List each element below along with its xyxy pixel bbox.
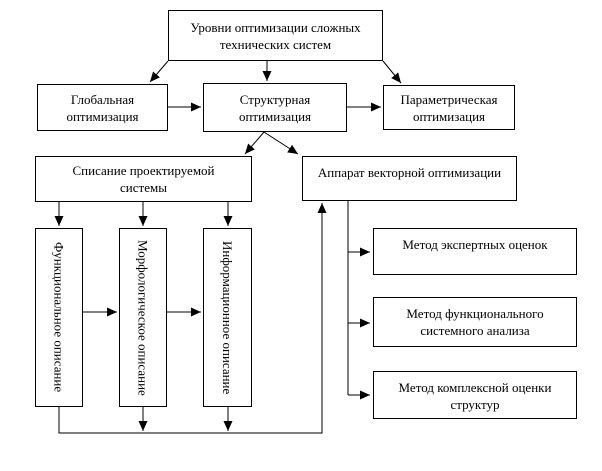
node-morphological: Морфологическое описание [119, 228, 167, 407]
node-complex-assess: Метод комплексной оценки структур [373, 371, 577, 419]
node-global-label: Глобальная оптимизация [66, 91, 139, 124]
node-structural: Структурная оптимизация [203, 83, 347, 132]
node-system-desc: Списание проектируемой системы [35, 156, 252, 202]
node-morphological-label: Морфологическое описание [135, 239, 151, 396]
node-vector-app: Аппарат векторной оптимизации [302, 156, 517, 201]
node-root-label: Уровни оптимизации сложных технических с… [190, 19, 361, 52]
node-expert: Метод экспертных оценок [373, 228, 577, 275]
node-func-analysis-label: Метод функционального системного анализа [406, 306, 544, 338]
node-functional: Функциональное описание [35, 228, 83, 407]
node-structural-label: Структурная оптимизация [238, 91, 312, 124]
node-informational-label: Информационное описание [220, 240, 235, 395]
node-global: Глобальная оптимизация [37, 84, 168, 131]
node-complex-assess-label: Метод комплексной оценки структур [398, 380, 552, 412]
node-func-analysis: Метод функционального системного анализа [373, 297, 577, 347]
node-vector-app-label: Аппарат векторной оптимизации [317, 165, 502, 180]
node-informational: Информационное описание [203, 228, 252, 407]
node-parametric: Параметрическая оптимизация [383, 85, 515, 130]
edge-bottom-bus-to-vector-app [58, 203, 327, 434]
node-system-desc-label: Списание проектируемой системы [72, 163, 215, 195]
edge-structural-to-system-desc [244, 131, 265, 155]
node-functional-label: Функциональное описание [51, 242, 67, 393]
node-parametric-label: Параметрическая оптимизация [400, 91, 498, 124]
edge-root-to-parametric [382, 60, 402, 84]
node-root: Уровни оптимизации сложных технических с… [168, 10, 383, 61]
edge-structural-to-vector-app [263, 131, 299, 155]
node-expert-label: Метод экспертных оценок [402, 237, 548, 252]
edge-root-to-global [149, 60, 169, 83]
